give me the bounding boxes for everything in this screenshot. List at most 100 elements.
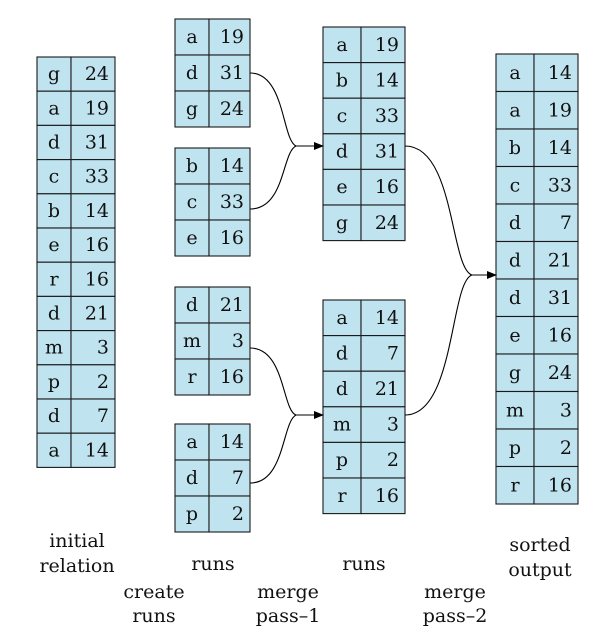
- key-text: p: [336, 449, 348, 471]
- key-text: m: [183, 330, 201, 352]
- labels: initial relation runs runs sorted output…: [39, 530, 572, 627]
- arrow-run4-to-merged2: [249, 414, 323, 484]
- key-text: d: [336, 141, 348, 163]
- key-cell: [495, 353, 535, 393]
- value-cell: [208, 459, 251, 497]
- label-merge-pass1-line1: merge: [257, 581, 319, 603]
- value-text: 24: [220, 98, 244, 120]
- key-cell: [36, 398, 72, 434]
- arrow-merged1-to-output: [404, 145, 497, 279]
- value-text: 16: [548, 474, 572, 496]
- key-text: b: [509, 137, 521, 159]
- value-cell: [70, 330, 116, 366]
- label-runs-first: runs: [191, 553, 234, 575]
- value-text: 3: [232, 330, 244, 352]
- value-text: 16: [85, 234, 109, 256]
- arrow-merged2-to-output: [404, 274, 496, 416]
- value-cell: [208, 423, 251, 461]
- key-text: g: [48, 63, 60, 85]
- key-text: p: [48, 371, 60, 393]
- key-text: r: [337, 485, 347, 507]
- merge-arrows: [249, 72, 497, 484]
- key-text: a: [336, 34, 347, 56]
- key-cell: [322, 299, 362, 337]
- key-text: m: [333, 414, 351, 436]
- value-text: 2: [387, 449, 399, 471]
- key-text: g: [509, 362, 521, 384]
- key-cell: [322, 204, 362, 242]
- value-text: 21: [548, 249, 572, 271]
- key-text: d: [336, 342, 348, 364]
- arrow-run1-to-merged1: [249, 72, 324, 150]
- value-cell: [70, 261, 116, 297]
- value-cell: [70, 193, 116, 229]
- key-text: c: [49, 166, 60, 188]
- value-cell: [360, 477, 406, 515]
- value-cell: [360, 133, 406, 170]
- value-cell: [533, 203, 579, 243]
- value-text: 7: [387, 342, 399, 364]
- value-text: 14: [375, 307, 399, 329]
- key-text: e: [509, 324, 520, 346]
- value-text: 14: [548, 137, 572, 159]
- key-cell: [174, 219, 210, 257]
- value-cell: [533, 465, 579, 505]
- value-text: 14: [85, 439, 109, 461]
- value-cell: [70, 364, 116, 400]
- value-text: 24: [85, 63, 109, 85]
- key-cell: [495, 203, 535, 243]
- value-text: 16: [375, 176, 399, 198]
- value-cell: [70, 90, 116, 126]
- value-text: 21: [85, 303, 109, 325]
- key-cell: [322, 133, 362, 170]
- key-text: d: [186, 467, 198, 489]
- key-cell: [36, 56, 72, 92]
- value-cell: [360, 62, 406, 99]
- key-text: r: [510, 474, 520, 496]
- value-cell: [533, 315, 579, 355]
- value-cell: [208, 358, 251, 396]
- key-text: m: [506, 399, 524, 421]
- key-cell: [36, 432, 72, 468]
- value-cell: [70, 398, 116, 434]
- label-sorted-output-line1: sorted: [509, 534, 570, 556]
- arrow-run2-to-merged1: [249, 145, 323, 210]
- value-cell: [70, 56, 116, 92]
- key-text: b: [186, 155, 198, 177]
- key-text: c: [337, 105, 348, 127]
- value-text: 2: [560, 437, 572, 459]
- value-cell: [70, 227, 116, 263]
- key-cell: [174, 358, 210, 396]
- value-cell: [208, 90, 251, 128]
- label-merge-pass2-line2: pass–2: [423, 605, 488, 627]
- value-text: 19: [85, 97, 109, 119]
- key-cell: [322, 441, 362, 479]
- key-text: b: [48, 200, 60, 222]
- value-text: 14: [220, 431, 244, 453]
